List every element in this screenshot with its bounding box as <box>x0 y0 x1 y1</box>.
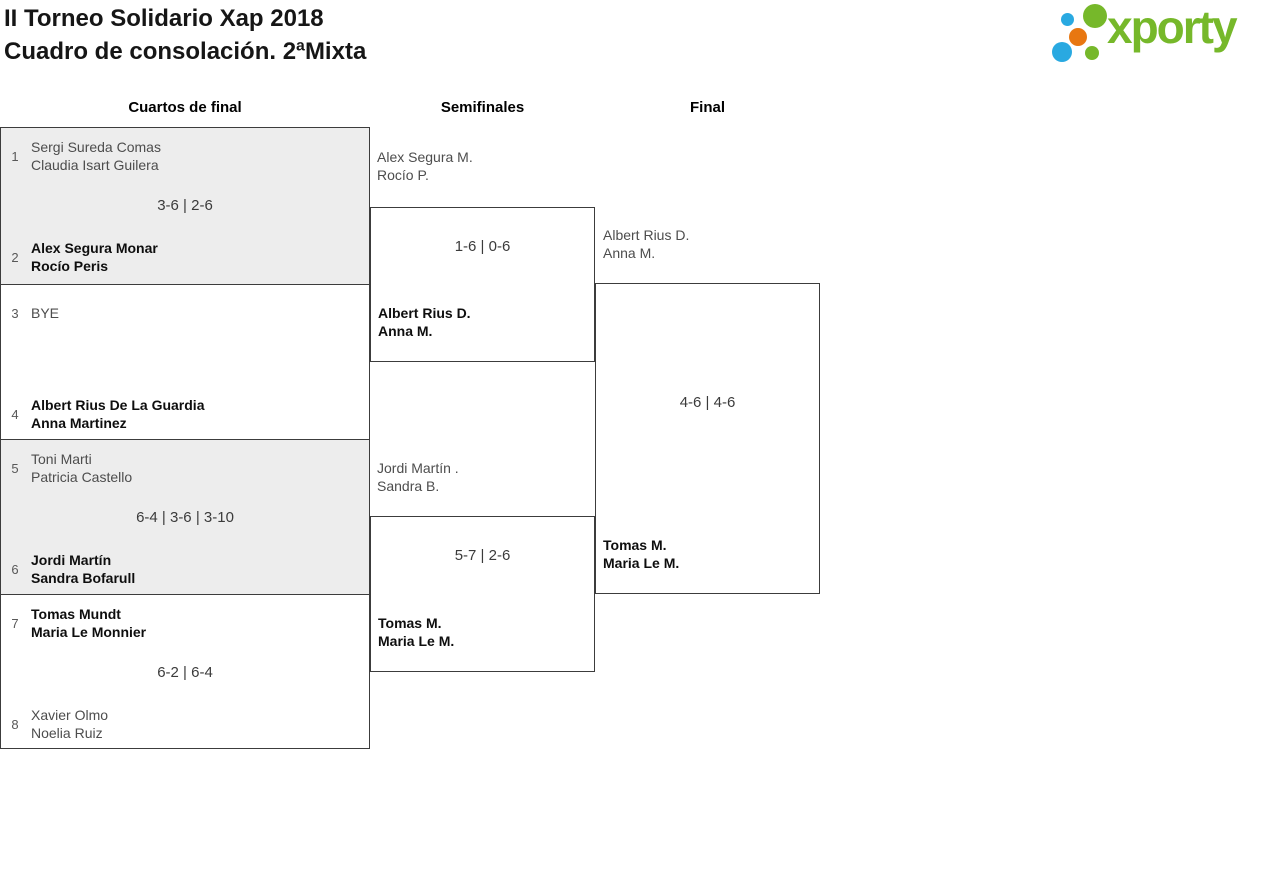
sf1-winner-team: Albert Rius D. Anna M. <box>378 304 471 340</box>
player-name: Anna Martinez <box>31 415 127 431</box>
player-name: Rocío P. <box>377 167 429 183</box>
final-winner-team: Tomas M. Maria Le M. <box>603 536 679 572</box>
team-names: BYE <box>31 304 59 322</box>
xporty-logo: xporty <box>1045 0 1280 70</box>
final-top-team: Albert Rius D. Anna M. <box>603 226 689 262</box>
team-row: 7 Tomas Mundt Maria Le Monnier <box>6 601 364 645</box>
round-header-final: Final <box>689 99 725 116</box>
player-name: Maria Le M. <box>378 633 455 649</box>
logo-dot-icon <box>1085 46 1099 60</box>
seed-number: 2 <box>11 249 19 265</box>
match-final: 4-6 | 4-6 Tomas M. Maria Le M. <box>595 283 820 594</box>
team-row: 1 Sergi Sureda Comas Claudia Isart Guile… <box>6 134 364 178</box>
player-name: Sergi Sureda Comas <box>31 139 161 155</box>
player-name: Maria Le Monnier <box>31 624 147 640</box>
match-sf1: 1-6 | 0-6 Albert Rius D. Anna M. <box>370 207 595 362</box>
seed-number: 3 <box>11 305 19 321</box>
bracket-subtitle: Cuadro de consolación. 2ªMixta <box>4 38 367 65</box>
player-name: Alex Segura M. <box>377 149 473 165</box>
team-row: 4 Albert Rius De La Guardia Anna Martine… <box>6 392 364 436</box>
seed-number: 7 <box>11 615 19 631</box>
team-row: 5 Toni Marti Patricia Castello <box>6 446 364 490</box>
player-name: Toni Marti <box>31 451 92 467</box>
player-name: Xavier Olmo <box>31 707 109 723</box>
team-row: 2 Alex Segura Monar Rocío Peris <box>6 235 364 279</box>
player-name: Anna M. <box>378 323 433 339</box>
player-name: Tomas M. <box>603 537 667 553</box>
tournament-title: II Torneo Solidario Xap 2018 <box>4 5 324 32</box>
player-name: Tomas Mundt <box>31 606 121 622</box>
player-name: Rocío Peris <box>31 258 109 274</box>
seed-number: 6 <box>11 561 19 577</box>
round-header-semifinals: Semifinales <box>440 99 525 116</box>
player-name: Jordi Martín . <box>377 460 459 476</box>
team-names: Sergi Sureda Comas Claudia Isart Guilera <box>31 138 161 174</box>
match-score: 6-2 | 6-4 <box>157 664 213 681</box>
team-names: Toni Marti Patricia Castello <box>31 450 132 486</box>
match-qf2: 3 BYE 4 Albert Rius De La Guardia Anna M… <box>0 284 370 440</box>
match-qf1: 1 Sergi Sureda Comas Claudia Isart Guile… <box>0 127 370 285</box>
sf1-top-team: Alex Segura M. Rocío P. <box>377 148 473 184</box>
team-names: Alex Segura Monar Rocío Peris <box>31 239 158 275</box>
player-name: Alex Segura Monar <box>31 240 158 256</box>
player-name: Albert Rius De La Guardia <box>31 397 205 413</box>
team-row: 3 BYE <box>6 291 364 335</box>
player-name: Sandra B. <box>377 478 440 494</box>
seed-number: 4 <box>11 406 19 422</box>
match-score: 1-6 | 0-6 <box>454 238 511 255</box>
player-name: Noelia Ruiz <box>31 725 103 741</box>
seed-number: 8 <box>11 716 19 732</box>
match-score: 5-7 | 2-6 <box>454 547 511 564</box>
player-name: Anna M. <box>603 245 656 261</box>
logo-dot-icon <box>1069 28 1087 46</box>
player-name: Tomas M. <box>378 615 442 631</box>
player-name: Sandra Bofarull <box>31 570 136 586</box>
player-name: Albert Rius D. <box>603 227 690 243</box>
match-score: 6-4 | 3-6 | 3-10 <box>136 509 234 526</box>
seed-number: 1 <box>11 148 19 164</box>
sf2-winner-team: Tomas M. Maria Le M. <box>378 614 454 650</box>
team-names: Albert Rius De La Guardia Anna Martinez <box>31 396 204 432</box>
match-score: 4-6 | 4-6 <box>679 394 736 411</box>
team-names: Tomas Mundt Maria Le Monnier <box>31 605 146 641</box>
player-name: Patricia Castello <box>31 469 133 485</box>
team-names: Xavier Olmo Noelia Ruiz <box>31 706 108 742</box>
match-score: 3-6 | 2-6 <box>157 197 213 214</box>
player-name: Maria Le M. <box>603 555 680 571</box>
team-row: 8 Xavier Olmo Noelia Ruiz <box>6 702 364 746</box>
logo-dot-icon <box>1061 13 1074 26</box>
match-qf3: 5 Toni Marti Patricia Castello 6-4 | 3-6… <box>0 439 370 595</box>
logo-dot-icon <box>1083 4 1107 28</box>
player-name: Claudia Isart Guilera <box>31 157 159 173</box>
player-name: Albert Rius D. <box>378 305 471 321</box>
logo-dot-icon <box>1052 42 1072 62</box>
player-name: Jordi Martín <box>31 552 112 568</box>
match-qf4: 7 Tomas Mundt Maria Le Monnier 6-2 | 6-4… <box>0 594 370 749</box>
seed-number: 5 <box>11 460 19 476</box>
player-name: BYE <box>31 305 60 321</box>
round-header-quarterfinals: Cuartos de final <box>128 99 242 116</box>
team-row: 6 Jordi Martín Sandra Bofarull <box>6 547 364 591</box>
team-names: Jordi Martín Sandra Bofarull <box>31 551 135 587</box>
match-sf2: 5-7 | 2-6 Tomas M. Maria Le M. <box>370 516 595 672</box>
logo-wordmark: xporty <box>1107 1 1238 53</box>
sf2-top-team: Jordi Martín . Sandra B. <box>377 459 459 495</box>
